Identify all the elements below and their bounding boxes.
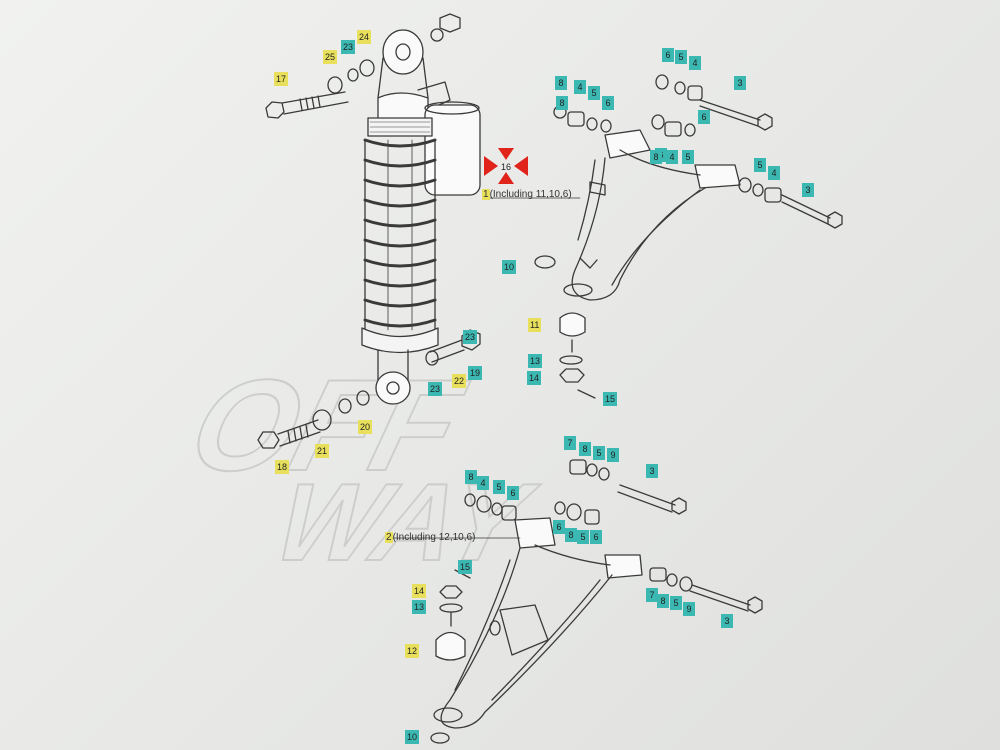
part-callout-23[interactable]: 23 [341, 40, 356, 54]
part-callout-19[interactable]: 19 [468, 366, 483, 380]
lower-arm-caption-text: (Including 12,10,6) [392, 532, 476, 543]
watermark: OFF WAY [175, 352, 549, 585]
upper-arm-caption-text: (Including 11,10,6) [489, 189, 572, 200]
part-callout-6[interactable]: 6 [507, 486, 519, 500]
part-callout-17[interactable]: 17 [274, 72, 289, 86]
part-callout-4[interactable]: 4 [574, 80, 586, 94]
part-callout-13[interactable]: 13 [412, 600, 427, 614]
part-callout-23[interactable]: 23 [463, 330, 478, 344]
part-callout-3[interactable]: 3 [721, 614, 733, 628]
part-callout-5[interactable]: 5 [593, 446, 605, 460]
part-callout-21[interactable]: 21 [315, 444, 330, 458]
part-callout-5[interactable]: 5 [577, 530, 589, 544]
part-callout-8[interactable]: 8 [465, 470, 477, 484]
part-callout-6[interactable]: 6 [698, 110, 710, 124]
part-callout-9[interactable]: 9 [607, 448, 619, 462]
part-callout-8[interactable]: 8 [657, 594, 669, 608]
part-callout-4[interactable]: 4 [666, 150, 678, 164]
part-callout-8[interactable]: 8 [555, 76, 567, 90]
part-callout-3[interactable]: 3 [802, 183, 814, 197]
part-callout-4[interactable]: 4 [768, 166, 780, 180]
part-callout-22[interactable]: 22 [452, 374, 467, 388]
part-callout-9[interactable]: 9 [683, 602, 695, 616]
ball-joint-11 [559, 312, 596, 399]
part-callout-8[interactable]: 8 [565, 528, 577, 542]
part-callout-25[interactable]: 25 [323, 50, 338, 64]
part-callout-11[interactable]: 11 [528, 318, 542, 332]
part-callout-5[interactable]: 5 [670, 596, 682, 610]
part-callout-7[interactable]: 7 [646, 588, 658, 602]
part-callout-15[interactable]: 15 [603, 392, 618, 406]
upper-arm-caption: 1(Including 11,10,6) [482, 189, 572, 200]
part-callout-14[interactable]: 14 [527, 371, 542, 385]
part-callout-6[interactable]: 6 [553, 520, 565, 534]
upper-arm-number[interactable]: 1 [482, 189, 490, 200]
part-callout-6[interactable]: 6 [602, 96, 614, 110]
ball-joint-12 [430, 569, 471, 744]
part-callout-14[interactable]: 14 [412, 584, 427, 598]
bolt-17 [265, 91, 349, 119]
part-callout-24[interactable]: 24 [357, 30, 372, 44]
part-callout-3[interactable]: 3 [646, 464, 658, 478]
part-callout-5[interactable]: 5 [754, 158, 766, 172]
part-callout-7[interactable]: 7 [564, 436, 576, 450]
part-callout-12[interactable]: 12 [405, 644, 420, 658]
part-callout-18[interactable]: 18 [275, 460, 290, 474]
shock-absorber [361, 29, 481, 405]
part-callout-4[interactable]: 4 [689, 56, 701, 70]
bolt-18 [257, 419, 321, 449]
watermark-line-2: WAY [264, 461, 548, 584]
part-callout-5[interactable]: 5 [682, 150, 694, 164]
part-callout-20[interactable]: 20 [358, 420, 373, 434]
location-marker-icon [484, 148, 528, 184]
part-callout-13[interactable]: 13 [528, 354, 543, 368]
part-callout-10[interactable]: 10 [502, 260, 517, 274]
watermark-line-1: OFF [176, 353, 478, 498]
part-callout-5[interactable]: 5 [588, 86, 600, 100]
lower-arm-caption: 2(Including 12,10,6) [385, 532, 475, 543]
part-callout-10[interactable]: 10 [405, 730, 420, 744]
part-callout-15[interactable]: 15 [458, 560, 473, 574]
part-callout-5[interactable]: 5 [675, 50, 687, 64]
part-callout-16[interactable]: 16 [501, 162, 512, 172]
part-callout-8[interactable]: 8 [556, 96, 568, 110]
part-callout-5[interactable]: 5 [493, 480, 505, 494]
part-callout-4[interactable]: 4 [477, 476, 489, 490]
part-callout-8[interactable]: 8 [579, 442, 591, 456]
part-callout-6[interactable]: 6 [590, 530, 602, 544]
lower-a-arm [433, 517, 643, 729]
part-callout-23[interactable]: 23 [428, 382, 443, 396]
part-callout-6[interactable]: 6 [662, 48, 674, 62]
part-callout-8[interactable]: 8 [650, 150, 662, 164]
part-callout-3[interactable]: 3 [734, 76, 746, 90]
lower-arm-number[interactable]: 2 [385, 532, 393, 543]
